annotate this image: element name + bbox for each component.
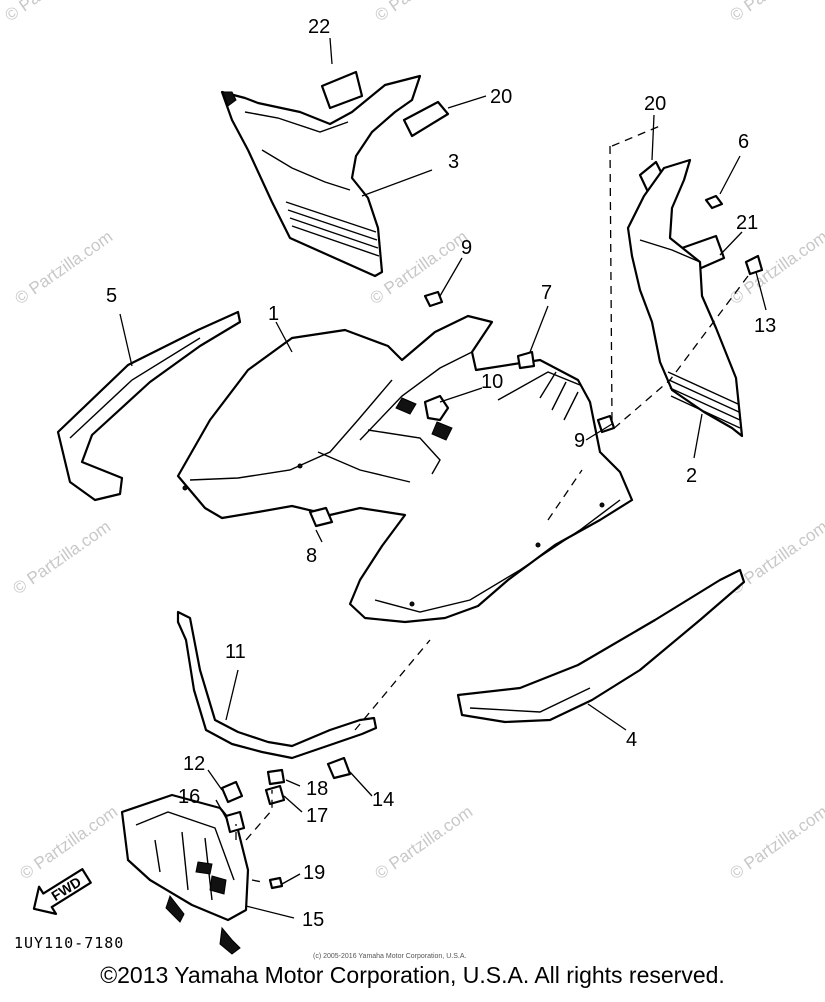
watermark: © Partzilla.com xyxy=(726,517,825,598)
part-1-front-fender[interactable] xyxy=(176,314,634,624)
part-4-flap-right[interactable] xyxy=(456,568,746,724)
watermark: © Partzilla.com xyxy=(371,802,476,883)
callout-8: 8 xyxy=(306,545,317,567)
watermark: © Partzilla.com xyxy=(1,0,106,25)
part-11-bracket[interactable] xyxy=(176,610,378,760)
part-8-grommet[interactable] xyxy=(308,506,334,528)
callout-22: 22 xyxy=(308,16,330,38)
part-5-flap-left[interactable] xyxy=(56,310,242,502)
callout-5: 5 xyxy=(106,285,117,307)
callout-6: 6 xyxy=(738,131,749,153)
callout-layer: 22 20 3 20 6 21 9 13 5 1 7 10 9 2 8 11 4… xyxy=(106,16,776,931)
callout-4: 4 xyxy=(626,729,637,751)
part-22-decal[interactable] xyxy=(320,70,364,110)
part-3-side-cover-left[interactable] xyxy=(220,74,422,278)
part-20-reflector-left[interactable] xyxy=(402,100,450,138)
footer-copyright: ©2013 Yamaha Motor Corporation, U.S.A. A… xyxy=(100,962,725,988)
watermark: © Partzilla.com xyxy=(371,0,476,25)
callout-14: 14 xyxy=(372,789,394,811)
callout-10: 10 xyxy=(481,371,503,393)
callout-9: 9 xyxy=(461,237,472,259)
callout-20: 20 xyxy=(490,86,512,108)
callout-12: 12 xyxy=(183,753,205,775)
watermark: © Partzilla.com xyxy=(16,802,121,883)
callout-19: 19 xyxy=(303,862,325,884)
part-12-bolt[interactable] xyxy=(220,780,244,804)
part-6-pin[interactable] xyxy=(704,194,724,210)
part-9-screw[interactable] xyxy=(423,290,444,308)
part-10-grommet[interactable] xyxy=(423,394,450,422)
leader-lines xyxy=(119,37,767,919)
watermark: © Partzilla.com xyxy=(726,802,825,883)
part-15-guard[interactable] xyxy=(120,793,250,955)
callout-20: 20 xyxy=(644,93,666,115)
part-14-grommet[interactable] xyxy=(326,756,352,780)
callout-13: 13 xyxy=(754,315,776,337)
callout-3: 3 xyxy=(448,151,459,173)
callout-21: 21 xyxy=(736,212,758,234)
drawing-code: 1UY110-7180 xyxy=(14,934,124,952)
watermark: © Partzilla.com xyxy=(11,227,116,308)
callout-1: 1 xyxy=(268,303,279,325)
part-18-washer[interactable] xyxy=(266,768,286,786)
callout-16: 16 xyxy=(178,786,200,808)
watermark: © Partzilla.com xyxy=(726,227,825,308)
callout-15: 15 xyxy=(302,909,324,931)
assembly-lines xyxy=(235,125,749,883)
small-copyright: (c) 2005-2016 Yamaha Motor Corporation, … xyxy=(313,953,466,960)
part-7-nut[interactable] xyxy=(516,350,536,370)
callout-17: 17 xyxy=(306,805,328,827)
part-2-side-cover-right[interactable] xyxy=(626,158,744,438)
callout-11: 11 xyxy=(225,641,246,663)
part-13-bolt[interactable] xyxy=(744,254,764,276)
callout-18: 18 xyxy=(306,778,328,800)
watermark: © Partzilla.com xyxy=(726,0,825,25)
callout-9: 9 xyxy=(574,430,585,452)
watermark: © Partzilla.com xyxy=(9,517,114,598)
callout-7: 7 xyxy=(541,282,552,304)
part-17-grommet[interactable] xyxy=(264,784,286,806)
callout-2: 2 xyxy=(686,465,697,487)
part-19-screw[interactable] xyxy=(268,876,284,890)
part-16-collar[interactable] xyxy=(224,810,246,834)
